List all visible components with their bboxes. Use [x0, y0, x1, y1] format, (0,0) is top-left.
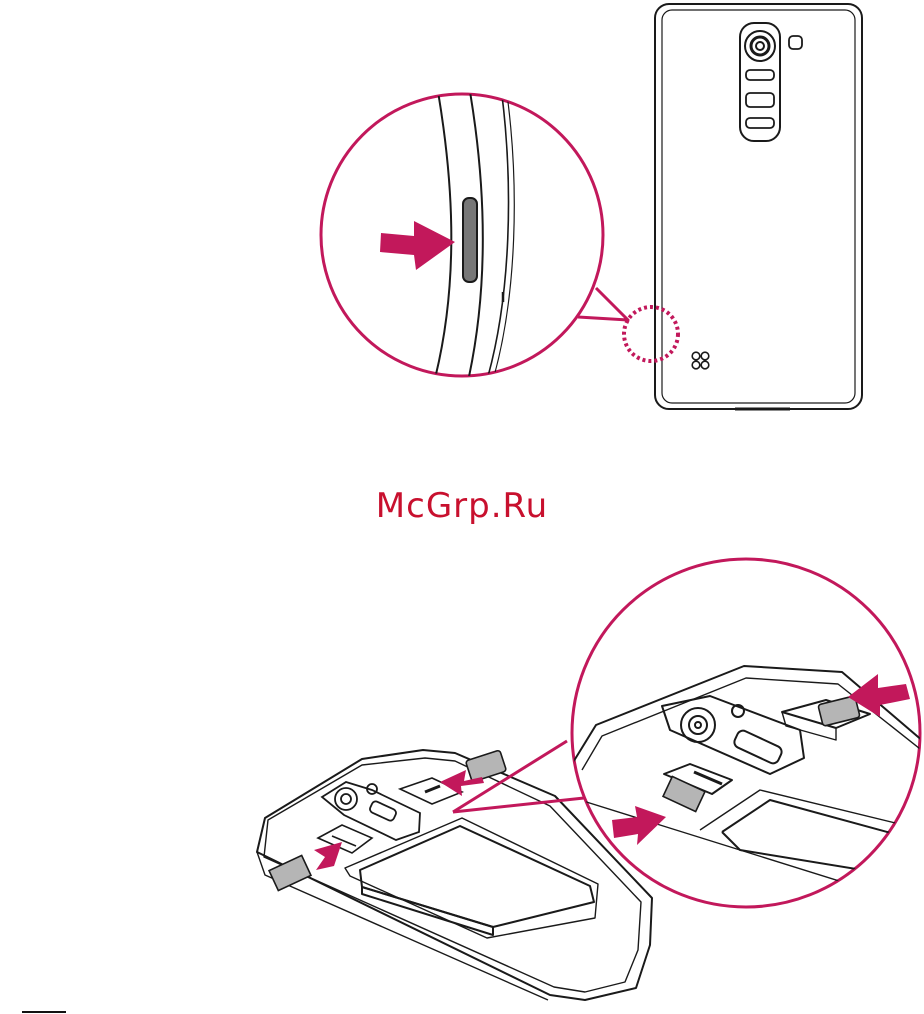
sim-card-icon: [465, 750, 506, 782]
battery-icon: [345, 818, 598, 938]
magnifier-icon: [572, 559, 924, 907]
flash-icon: [789, 36, 802, 49]
notch-target-ring: [624, 307, 678, 361]
notch-magnifier-icon: [321, 80, 628, 390]
watermark-text: McGrp.Ru: [0, 486, 924, 526]
rear-button-icon: [746, 70, 774, 128]
phone-back-icon: [655, 4, 862, 409]
footer-rule: [22, 1011, 66, 1013]
arrow-icon: [314, 842, 342, 870]
brand-logo-icon: [692, 352, 709, 369]
